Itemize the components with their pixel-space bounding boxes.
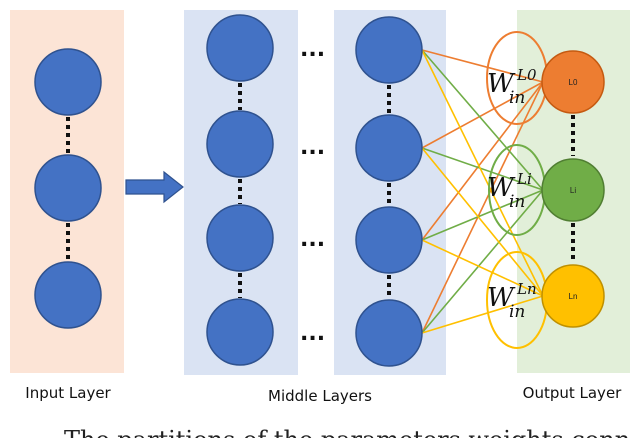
input-node (34, 48, 102, 116)
middle-node (206, 204, 274, 272)
output-node-bottom-label: Ln (569, 292, 578, 301)
weight-label-mid: W in Li (487, 170, 532, 212)
svg-text:in: in (509, 88, 525, 108)
svg-text:W: W (487, 283, 516, 313)
ellipsis-row-4: ... (300, 321, 325, 346)
middle-node (206, 110, 274, 178)
output-node-mid (541, 158, 605, 222)
middle-node (206, 298, 274, 366)
ellipsis-row-3: ... (300, 227, 325, 252)
forward-arrow-icon (125, 170, 184, 204)
middle-node (355, 114, 423, 182)
middle-node (206, 14, 274, 82)
input-layer-label: Input Layer (25, 384, 111, 402)
svg-text:W: W (487, 173, 516, 203)
svg-text:in: in (509, 192, 525, 212)
output-layer-label: Output Layer (523, 384, 623, 402)
ellipsis-row-2: ... (300, 135, 325, 160)
output-node-bottom (541, 264, 605, 328)
svg-text:Ln: Ln (516, 280, 537, 298)
connections (421, 49, 544, 334)
input-node (34, 261, 102, 329)
svg-text:in: in (509, 302, 525, 322)
weight-label-top: W in L0 (487, 66, 537, 108)
svg-text:W: W (487, 69, 516, 99)
output-node-mid-label: Li (570, 186, 576, 195)
middle-node (355, 16, 423, 84)
weight-label-bottom: W in Ln (487, 280, 537, 322)
output-node-top-label: L0 (569, 78, 578, 87)
svg-text:Li: Li (516, 170, 532, 188)
middle-layers-label: Middle Layers (268, 387, 372, 405)
middle-node (355, 299, 423, 367)
svg-text:L0: L0 (516, 66, 537, 84)
middle-horizontal-ellipses: ... ... ... ... (300, 37, 325, 346)
middle-nodes-column-1 (206, 14, 274, 366)
input-node (34, 154, 102, 222)
middle-nodes-column-2 (355, 16, 423, 367)
input-nodes (34, 48, 102, 329)
ellipsis-row-1: ... (300, 37, 325, 62)
figure-caption: The partitions of the parameters weights… (64, 426, 630, 438)
output-node-top (541, 50, 605, 114)
middle-node (355, 206, 423, 274)
